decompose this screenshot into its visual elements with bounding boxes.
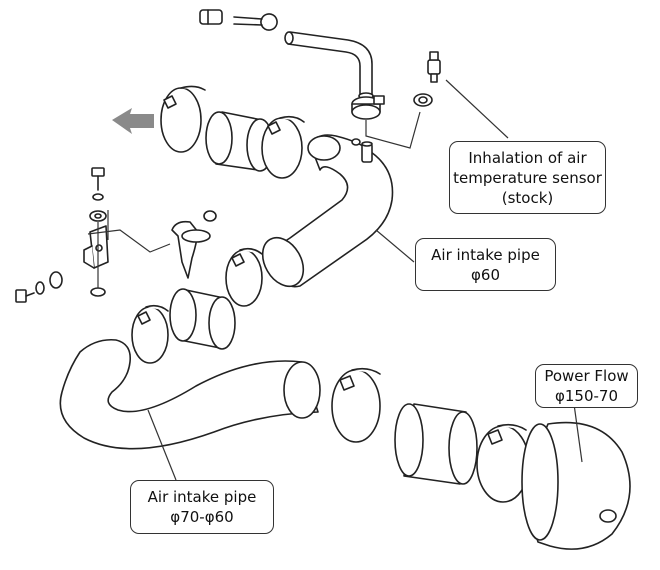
- label-line: Air intake pipe: [147, 488, 257, 506]
- hose-clamp: [160, 85, 206, 153]
- power-flow-air-filter: [521, 421, 631, 550]
- bolt: [91, 167, 105, 191]
- air-intake-pipe-phi70-phi60: [59, 338, 321, 450]
- bolt: [15, 289, 35, 303]
- silicone-coupler: [394, 403, 478, 485]
- label-power-flow: Power Flow φ150-70: [535, 364, 638, 408]
- hose-clamp: [331, 367, 381, 443]
- flow-direction-arrow-icon: [112, 108, 154, 134]
- hose-clamp: [476, 423, 530, 503]
- hose-clamp: [225, 247, 263, 307]
- label-line: (stock): [501, 188, 554, 207]
- label-line: temperature sensor: [453, 168, 602, 187]
- label-air-intake-pipe-phi60: Air intake pipe φ60: [415, 238, 556, 291]
- label-air-intake-pipe-phi70-phi60: Air intake pipe φ70-φ60: [130, 480, 274, 534]
- label-line: Air intake pipe: [431, 245, 540, 264]
- grommet: [413, 93, 433, 107]
- hose-clamp-small: [351, 95, 385, 120]
- label-line: Inhalation of air: [468, 148, 587, 167]
- air-temperature-sensor: [427, 51, 441, 83]
- silicone-coupler: [169, 288, 236, 350]
- label-line: Power Flow: [544, 367, 629, 385]
- hose-clamp: [131, 304, 169, 364]
- air-intake-pipe-phi60: [261, 134, 394, 288]
- label-line: φ60: [471, 265, 500, 284]
- label-line: φ150-70: [554, 387, 619, 405]
- label-air-temperature-sensor: Inhalation of air temperature sensor (st…: [449, 141, 606, 214]
- label-line: φ70-φ60: [170, 508, 234, 526]
- vacuum-hose: [199, 9, 374, 100]
- hose-clamp: [261, 115, 305, 179]
- washer: [35, 193, 217, 297]
